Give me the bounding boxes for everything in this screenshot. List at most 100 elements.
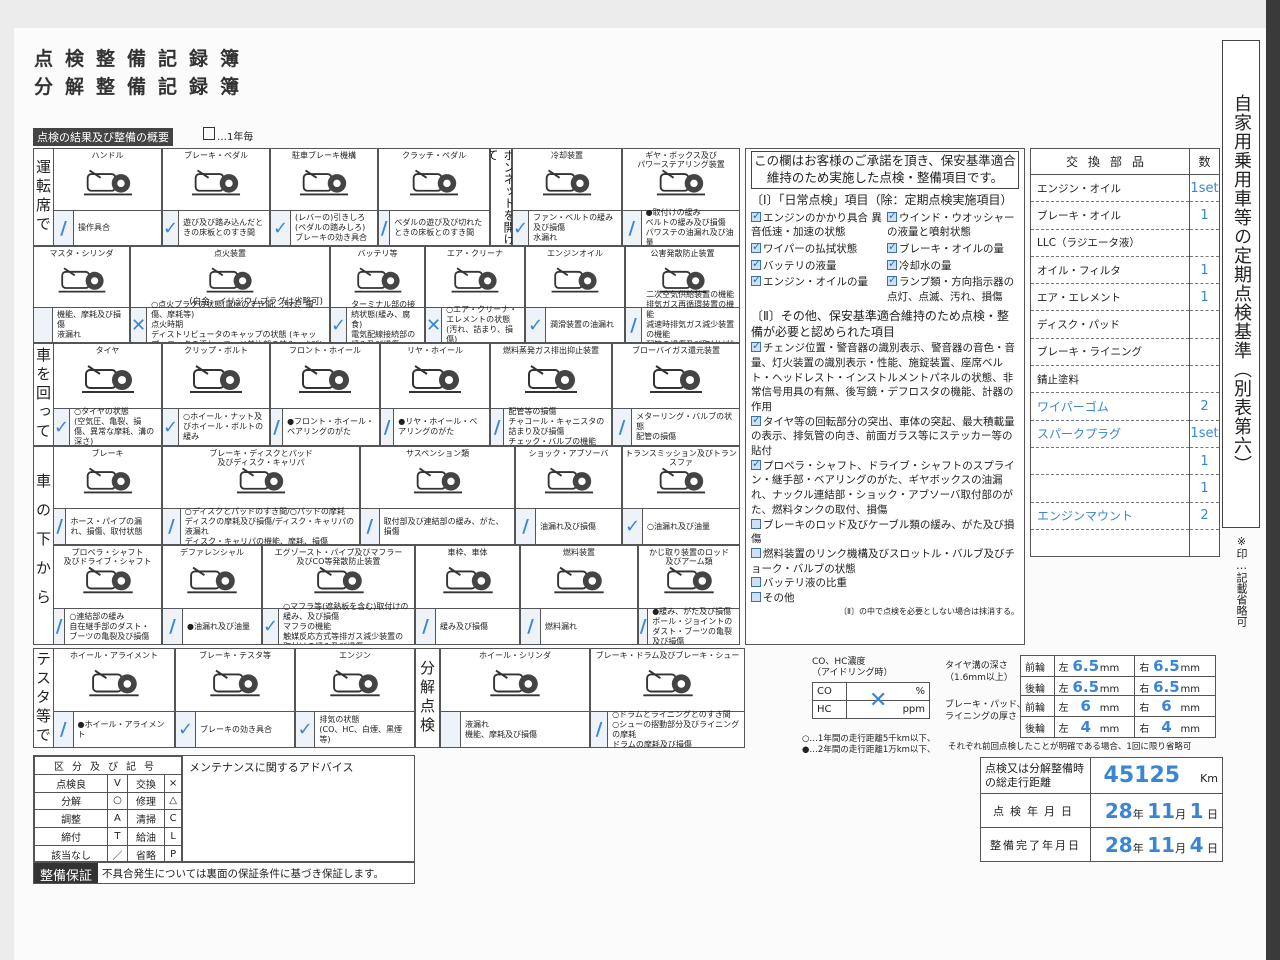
advice-box[interactable]: メンテナンスに関するアドバイス — [182, 756, 414, 861]
item-checkbox[interactable]: / — [521, 609, 541, 644]
checkbox[interactable] — [887, 256, 897, 271]
item-checkbox[interactable]: ✓ — [54, 409, 71, 445]
item-illustration-icon — [426, 261, 524, 297]
consent-check-item[interactable]: プロペラ・シャフト、ドライブ・シャフトのスプライン・継手部・ベアリングのがた、ギ… — [751, 456, 1019, 518]
item-checkbox[interactable] — [441, 712, 461, 747]
item-checkbox[interactable]: ✓ — [163, 211, 180, 245]
pad-sub: ライニングの厚さ — [945, 711, 1018, 722]
consent-check-item[interactable]: チェンジ位置・警音器の識別表示、警音器の音色・音量、灯火装置の識別表示・性能、施… — [751, 338, 1019, 414]
item-checkbox[interactable] — [34, 308, 53, 342]
checkbox[interactable] — [751, 591, 761, 602]
consent-check-item[interactable]: バッテリの液量 — [751, 256, 883, 274]
checkbox[interactable] — [751, 272, 761, 288]
inspection-item: トランスミッション及びトランスファ ✓○油漏れ及び油量 — [622, 446, 740, 545]
item-checkbox[interactable]: / — [163, 609, 183, 644]
consent-check-item[interactable]: エンジン・オイルの量 — [751, 272, 883, 304]
left-value[interactable]: 左 6.5mm — [1053, 676, 1136, 698]
item-checkbox[interactable]: ✓ — [513, 211, 530, 245]
note-2: ●…2年間の走行距離1万km以下、 — [802, 745, 936, 756]
item-checkbox[interactable]: / — [54, 609, 66, 644]
item-checkbox[interactable]: / — [639, 609, 649, 644]
check-label: チェンジ位置・警音器の識別表示、警音器の音色・音量、灯火装置の識別表示・性能、施… — [751, 342, 1015, 414]
item-illustration-icon — [271, 358, 379, 398]
checkbox[interactable] — [751, 256, 761, 271]
item-checkbox[interactable]: / — [54, 211, 74, 245]
item-checkbox[interactable]: / — [516, 509, 536, 544]
part-qty: 1set — [1189, 420, 1220, 448]
item-checkbox[interactable]: / — [626, 308, 643, 342]
checkbox[interactable] — [751, 456, 761, 471]
item-checkbox[interactable]: / — [54, 712, 74, 747]
warranty-text: 不具合発生については裏面の保証条件に基づき保証します。 — [102, 867, 384, 880]
item-check-text: 二次空気供給装置の機能 排気ガス再循環装置の機能 減速時排気ガス減少装置の機能 … — [646, 290, 735, 342]
completion-date-field[interactable]: 28年 11月 4 日 — [1090, 827, 1223, 862]
item-checkbox[interactable]: / — [416, 609, 436, 644]
item-illustration-icon — [381, 358, 489, 398]
item-checkbox[interactable]: ✕ — [426, 308, 443, 342]
item-checkbox[interactable]: / — [54, 509, 67, 544]
checkbox[interactable] — [751, 518, 761, 529]
item-checkbox[interactable]: / — [591, 712, 609, 747]
item-checkbox[interactable]: ✓ — [623, 509, 643, 544]
item-checkbox[interactable]: / — [381, 409, 395, 445]
checkbox[interactable] — [887, 208, 897, 223]
consent-check-item[interactable]: バッテリ液の比重 — [751, 576, 1019, 591]
legend-cell: C — [164, 809, 182, 829]
item-checkbox[interactable]: / — [613, 409, 633, 445]
consent-check-item[interactable]: エンジンのかかり具合 異音低速・加速の状態 — [751, 208, 883, 240]
consent-check-item[interactable]: 燃料装置のリンク機構及びスロットル・バルブ及びチョーク・バルブの状態 — [751, 547, 1019, 576]
right-value[interactable]: 右 6.5mm — [1134, 655, 1216, 677]
item-checkbox[interactable]: ✓ — [263, 609, 280, 644]
left-measure: 6 — [1080, 697, 1091, 715]
checkbox[interactable] — [887, 272, 897, 288]
rear-wheel-label: 後輪 — [1020, 716, 1055, 738]
daily-section-title: 〔Ⅰ〕「日常点検」項目（除：定期点検実施項目） — [751, 192, 1013, 207]
item-checkbox[interactable]: / — [163, 509, 181, 544]
left-value[interactable]: 左 6.5mm — [1053, 655, 1136, 677]
year-unit: 年 — [1132, 807, 1144, 821]
item-checkbox[interactable]: / — [491, 409, 505, 445]
item-title: 点火装置 — [214, 249, 246, 258]
item-checkbox[interactable]: ✕ — [131, 308, 148, 342]
item-title: タイヤ — [95, 346, 120, 355]
consent-check-item[interactable]: ランプ類・方向指示器の点灯、点滅、汚れ、損傷 — [887, 272, 1019, 304]
item-illustration-icon — [263, 560, 414, 598]
item-checkbox[interactable]: ✓ — [176, 712, 196, 747]
checkbox[interactable] — [751, 338, 761, 354]
item-checkbox[interactable]: / — [623, 211, 642, 245]
item-check-text: ○タイヤの状態 (空気圧、亀裂、損傷、異常な摩耗、溝の深さ) — [74, 407, 155, 446]
consent-check-item[interactable]: ワイパーの払拭状態 — [751, 239, 883, 257]
consent-check-item[interactable]: ウインド・ウオッシャーの液量と噴射状態 — [887, 208, 1019, 240]
item-checkbox[interactable]: ✓ — [163, 409, 180, 445]
inspection-item: フロント・ホイール /●フロント・ホイール・ベアリングのがた — [270, 343, 380, 446]
item-checkbox[interactable]: / — [361, 509, 380, 544]
checkbox[interactable] — [751, 577, 761, 588]
consent-footnote: 〔Ⅱ〕の中で点検を必要としない場合は抹消する。 — [839, 606, 1019, 616]
checkbox[interactable] — [751, 412, 761, 427]
consent-check-item[interactable]: 冷却水の量 — [887, 256, 1019, 274]
consent-check-item[interactable]: タイヤ等の回転部分の突出、車体の突起、最大積載量の表示、排気管の向き、前面ガラス… — [751, 412, 1019, 459]
inspection-item: エグゾースト・パイプ及びマフラー 及びCO等発散防止装置 ✓○マフラ等(遮熱板を… — [262, 545, 415, 645]
item-checkbox[interactable]: ✓ — [271, 211, 291, 245]
checkbox[interactable] — [751, 547, 761, 558]
item-illustration-icon — [521, 560, 637, 598]
consent-check-item[interactable]: その他 — [751, 591, 1019, 606]
checkbox[interactable] — [751, 239, 761, 254]
consent-check-item[interactable]: ブレーキ・オイルの量 — [887, 239, 1019, 257]
item-checkbox[interactable]: ✓ — [331, 308, 348, 342]
item-checkbox[interactable]: / — [271, 409, 284, 445]
checkbox[interactable] — [887, 239, 897, 254]
inspection-date-field[interactable]: 28年 11月 1 日 — [1090, 793, 1223, 828]
item-checkbox[interactable]: ✓ — [526, 308, 546, 342]
item-checkbox[interactable]: / — [379, 211, 391, 245]
right-value[interactable]: 右 6.5mm — [1134, 676, 1216, 698]
consent-check-item[interactable]: ブレーキのロッド及びケーブル類の緩み、がた及び損傷 — [751, 518, 1019, 547]
side-label-disassembly: 分解点検 — [415, 648, 440, 748]
checkbox[interactable] — [751, 208, 761, 223]
item-checkbox[interactable]: ✓ — [296, 712, 316, 747]
